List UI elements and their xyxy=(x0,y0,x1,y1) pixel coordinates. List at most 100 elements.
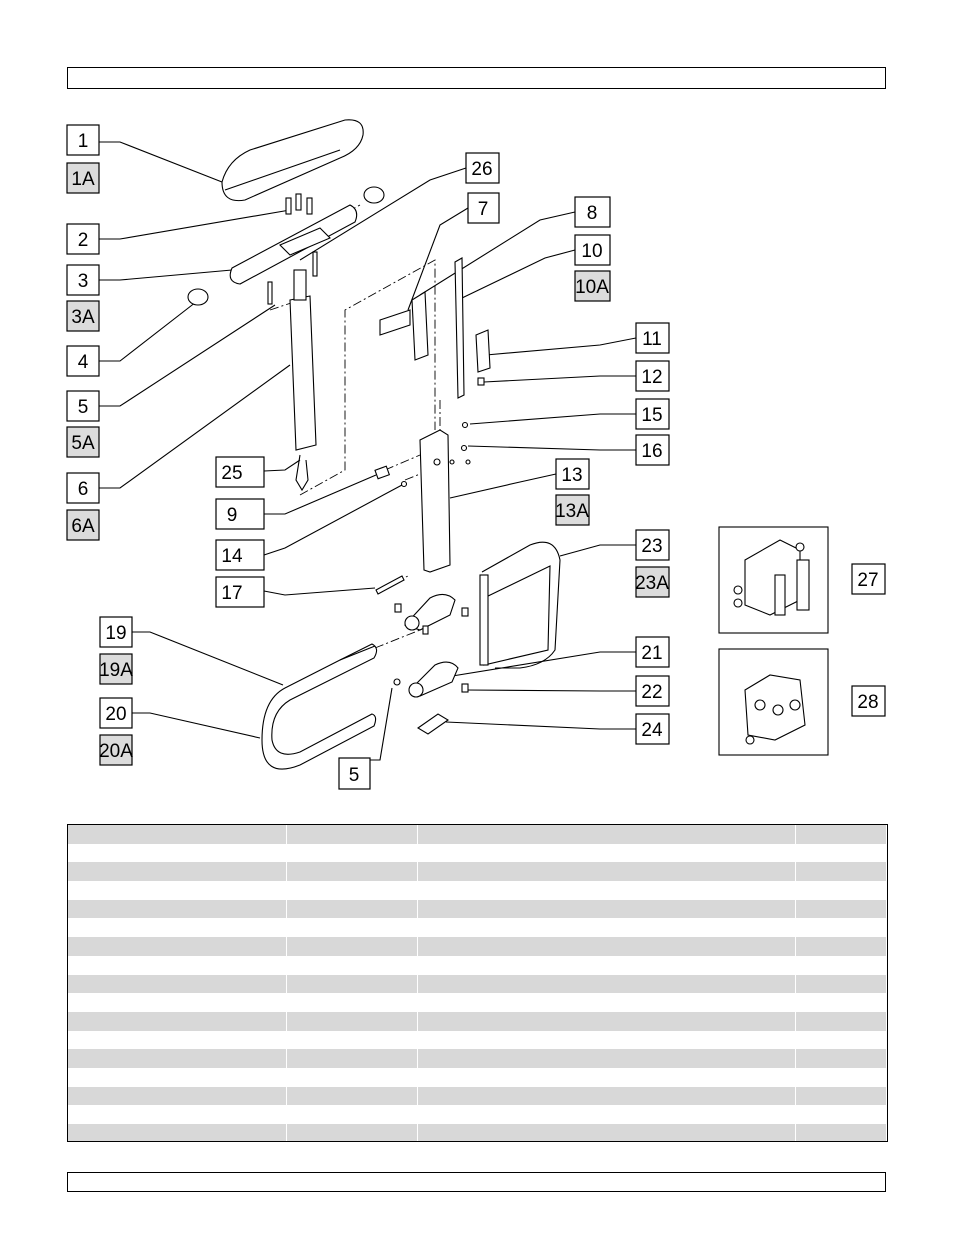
leader-lines xyxy=(99,141,637,761)
table-cell xyxy=(417,1030,796,1050)
table-cell xyxy=(795,918,887,938)
callout-13a: 13A xyxy=(555,494,590,526)
svg-text:4: 4 xyxy=(78,352,89,373)
callout-10: 10 xyxy=(574,234,611,266)
exploded-parts-diagram: 1 1A 2 3 3A 4 5 5A 6 6A 26 7 8 10 10A 11… xyxy=(66,119,886,790)
table-cell xyxy=(417,881,796,900)
callout-8: 8 xyxy=(574,196,611,228)
table-cell xyxy=(795,1011,887,1031)
table-cell xyxy=(286,955,418,975)
svg-text:17: 17 xyxy=(221,583,242,604)
table-cell xyxy=(286,825,418,844)
callout-19a: 19A xyxy=(99,653,133,685)
table-cell xyxy=(417,955,796,975)
svg-text:23A: 23A xyxy=(635,573,669,594)
table-cell xyxy=(795,899,887,919)
svg-text:3A: 3A xyxy=(71,307,95,328)
svg-text:13: 13 xyxy=(561,465,582,486)
parts-table xyxy=(67,824,888,1142)
svg-text:9: 9 xyxy=(227,505,238,526)
release-rod xyxy=(454,257,465,399)
table-cell xyxy=(795,862,887,882)
svg-text:13A: 13A xyxy=(555,501,589,522)
table-cell xyxy=(286,1124,418,1141)
svg-text:7: 7 xyxy=(478,199,489,220)
callout-9: 9 xyxy=(215,498,265,530)
svg-text:1: 1 xyxy=(78,131,89,152)
table-cell xyxy=(795,993,887,1012)
callout-11: 11 xyxy=(635,322,670,354)
table-cell xyxy=(795,1049,887,1068)
svg-text:21: 21 xyxy=(641,643,662,664)
table-row xyxy=(68,825,887,844)
callout-12: 12 xyxy=(635,360,670,392)
side-panel xyxy=(483,565,551,666)
end-cap-top xyxy=(363,186,385,204)
svg-text:1A: 1A xyxy=(71,169,95,190)
table-row xyxy=(68,918,887,938)
table-row xyxy=(68,974,887,994)
table-row xyxy=(68,937,887,956)
small-block xyxy=(477,377,485,386)
table-cell xyxy=(417,974,796,994)
table-cell xyxy=(417,1049,796,1068)
svg-text:22: 22 xyxy=(641,682,662,703)
flat-plate xyxy=(379,309,411,336)
table-row xyxy=(68,1105,887,1124)
svg-text:6: 6 xyxy=(78,479,89,500)
channel-guide xyxy=(411,291,429,361)
svg-text:14: 14 xyxy=(221,546,243,567)
table-cell xyxy=(286,843,418,863)
callout-20a: 20A xyxy=(99,734,133,766)
header-bar xyxy=(67,67,886,89)
inset-27 xyxy=(718,526,829,634)
table-cell xyxy=(286,862,418,882)
armrest-pad-edge xyxy=(224,149,341,191)
callout-3: 3 xyxy=(66,264,100,296)
table-cell xyxy=(417,1105,796,1124)
pivot-rod xyxy=(375,575,405,595)
svg-text:19A: 19A xyxy=(99,660,133,681)
callout-23: 23 xyxy=(635,529,670,561)
table-cell xyxy=(795,881,887,900)
table-cell xyxy=(68,843,287,863)
table-cell xyxy=(68,881,287,900)
callout-19: 19 xyxy=(99,616,133,648)
table-cell xyxy=(417,918,796,938)
table-cell xyxy=(286,918,418,938)
callout-1: 1 xyxy=(66,124,100,156)
table-cell xyxy=(68,862,287,882)
table-cell xyxy=(68,1086,287,1106)
table-cell xyxy=(417,1086,796,1106)
table-cell xyxy=(68,1105,287,1124)
svg-text:28: 28 xyxy=(857,692,878,713)
callout-1a: 1A xyxy=(66,162,100,194)
table-row xyxy=(68,1030,887,1050)
parts-table-grid xyxy=(68,825,887,1141)
table-cell xyxy=(417,1011,796,1031)
table-cell xyxy=(68,918,287,938)
table-cell xyxy=(795,1105,887,1124)
table-cell xyxy=(68,974,287,994)
callout-5-bottom: 5 xyxy=(338,757,371,790)
callout-23a: 23A xyxy=(635,566,670,598)
table-row xyxy=(68,955,887,975)
table-cell xyxy=(68,955,287,975)
table-cell xyxy=(795,843,887,863)
callout-27: 27 xyxy=(851,563,886,595)
table-row xyxy=(68,1049,887,1068)
table-row xyxy=(68,843,887,863)
table-cell xyxy=(795,974,887,994)
callout-22: 22 xyxy=(635,675,670,707)
legrest-tube xyxy=(261,643,378,770)
table-cell xyxy=(286,1105,418,1124)
table-cell xyxy=(286,881,418,900)
svg-text:5: 5 xyxy=(78,397,89,418)
svg-text:6A: 6A xyxy=(71,516,95,537)
callout-20: 20 xyxy=(99,697,133,729)
svg-text:27: 27 xyxy=(857,570,878,591)
table-cell xyxy=(417,862,796,882)
table-row xyxy=(68,862,887,882)
table-cell xyxy=(417,843,796,863)
table-cell xyxy=(286,937,418,956)
